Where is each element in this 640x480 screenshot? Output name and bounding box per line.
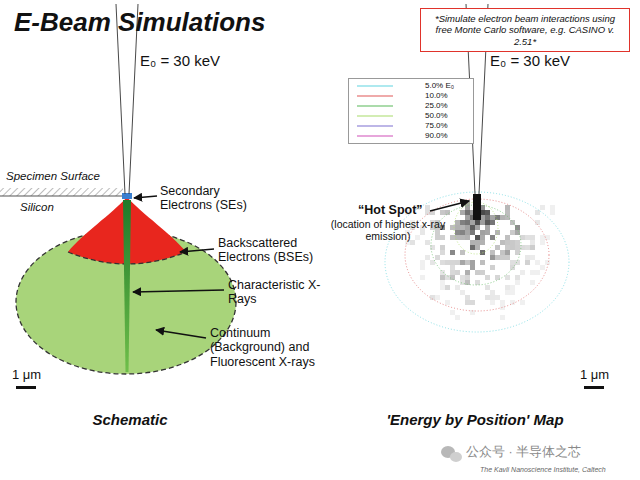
legend-text: 90.0% — [425, 131, 448, 141]
callout: Continuum (Background) and Fluorescent X… — [210, 326, 338, 369]
scale-label: 1 μm — [580, 368, 609, 383]
legend-line — [355, 132, 395, 140]
legend-line — [355, 122, 395, 130]
panel-caption: 'Energy by Position' Map — [375, 411, 575, 428]
hot-spot — [473, 194, 481, 220]
surface-label: Specimen Surface — [6, 170, 100, 183]
panel-caption: Schematic — [80, 411, 180, 428]
legend-text: 25.0% — [425, 101, 448, 111]
material-label: Silicon — [20, 201, 54, 214]
legend-text: 75.0% — [425, 121, 448, 131]
scale-bar — [16, 386, 36, 389]
legend-entry: 50.0% — [355, 111, 467, 121]
leader-lines — [133, 196, 224, 338]
legend-line — [355, 102, 395, 110]
scale-bar — [584, 386, 604, 389]
legend-entry: 90.0% — [355, 131, 467, 141]
legend-entry: 25.0% — [355, 101, 467, 111]
wechat-icon — [441, 446, 462, 462]
note-text: *Simulate electron beam interactions usi… — [427, 13, 623, 47]
scale-label: 1 μm — [12, 368, 41, 383]
watermark: 公众号 · 半导体之芯 — [466, 445, 581, 459]
legend-line — [355, 82, 395, 90]
interaction-volume — [16, 193, 236, 374]
title: E-Beam Simulations — [14, 8, 265, 38]
legend-text: 10.0% — [425, 91, 448, 101]
legend-text: 5.0% E₀ — [425, 81, 454, 91]
callout: Backscattered Electrons (BSEs) — [218, 236, 338, 265]
specimen-surface — [0, 188, 123, 196]
callout: “Hot Spot” — [358, 203, 423, 217]
legend: 5.0% E₀10.0%25.0%50.0%75.0%90.0% — [348, 78, 474, 144]
legend-entry: 5.0% E₀ — [355, 81, 467, 91]
credit: The Kavli Nanoscience Institute, Caltech — [480, 466, 606, 474]
callout: Secondary Electrons (SEs) — [160, 184, 270, 213]
legend-entry: 10.0% — [355, 91, 467, 101]
callout: Characteristic X-Rays — [228, 278, 328, 307]
callout-note: (location of highest x-ray emission) — [318, 218, 458, 242]
legend-text: 50.0% — [425, 111, 448, 121]
legend-line — [355, 112, 395, 120]
beam-energy: E₀ = 30 keV — [490, 52, 570, 69]
leader-line — [430, 201, 469, 211]
beam-energy: E₀ = 30 keV — [140, 52, 220, 69]
legend-entry: 75.0% — [355, 121, 467, 131]
note-box: *Simulate electron beam interactions usi… — [420, 8, 630, 52]
legend-line — [355, 92, 395, 100]
